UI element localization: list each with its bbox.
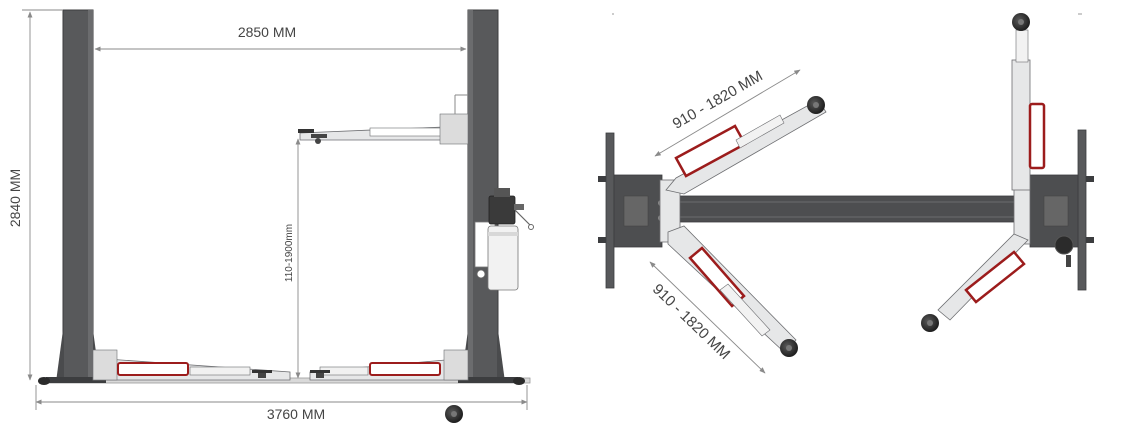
- top-view: 910 - 1820 MM 910 - 1820 MM: [598, 13, 1094, 374]
- arm-lower-left: [667, 225, 798, 357]
- left-base-plate: [598, 132, 664, 289]
- arm-lower-right: [921, 233, 1029, 332]
- rubber-pad: [445, 405, 463, 423]
- lift-range-label: 110-1900mm: [284, 224, 295, 282]
- arm-upper-right: [1011, 13, 1046, 191]
- left-column: [38, 9, 106, 385]
- upper-arm-range-label: 910 - 1820 MM: [670, 68, 766, 133]
- front-view: 2850 MM 2840 MM 3760 MM 110-1900mm: [7, 9, 534, 423]
- overall-width-label: 3760 MM: [267, 406, 325, 422]
- right-base-plate: [1029, 129, 1094, 291]
- dimension-lines-top: [649, 69, 801, 374]
- width-between-columns-label: 2850 MM: [238, 24, 296, 40]
- front-lower-arms: [92, 349, 469, 381]
- dimension-lines-front: [22, 9, 528, 410]
- front-raised-arm: [298, 94, 469, 145]
- crossbeam: [679, 195, 1026, 223]
- overall-height-label: 2840 MM: [7, 169, 23, 227]
- power-unit: [474, 188, 534, 291]
